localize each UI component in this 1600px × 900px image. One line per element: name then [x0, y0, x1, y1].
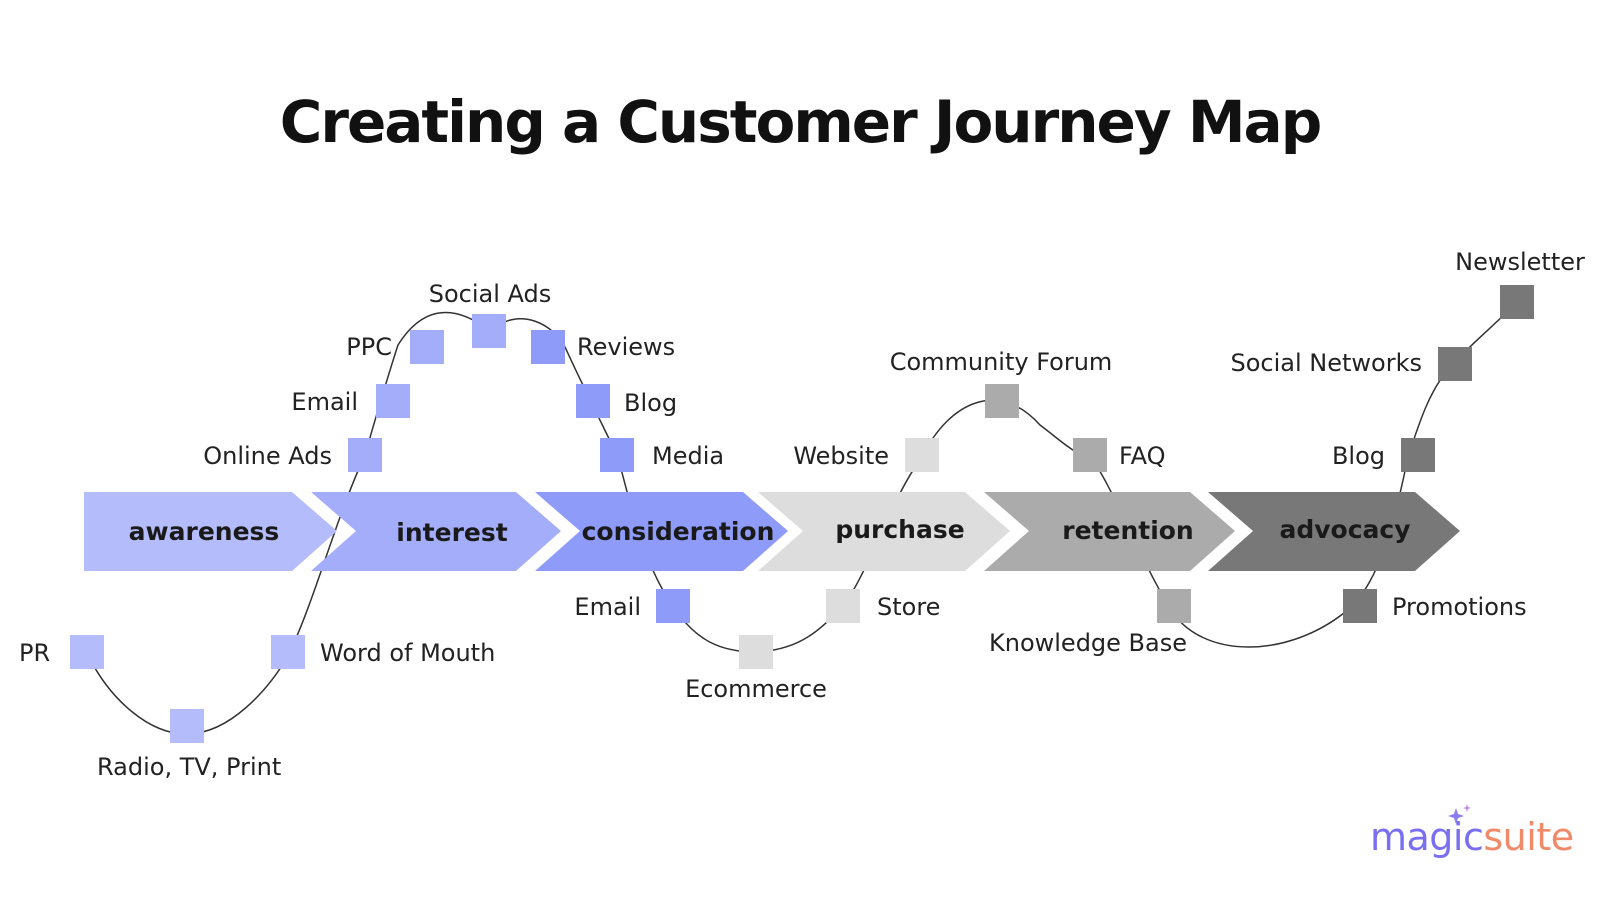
touchpoint-label-faq: FAQ [1119, 442, 1166, 470]
stage-arrow-consideration [535, 492, 788, 571]
touchpoint-marker-website [905, 438, 939, 472]
touchpoint-label-promotions: Promotions [1392, 593, 1527, 621]
touchpoint-label-newsletter: Newsletter [1455, 248, 1585, 276]
touchpoint-marker-pr [70, 635, 104, 669]
touchpoint-label-media: Media [652, 442, 724, 470]
logo-text-suite: suite [1483, 815, 1574, 859]
touchpoint-marker-reviews [531, 330, 565, 364]
page-title: Creating a Customer Journey Map [279, 88, 1322, 156]
touchpoint-markers [70, 285, 1534, 743]
touchpoint-label-store: Store [877, 593, 940, 621]
stage-label-advocacy: advocacy [1279, 515, 1410, 544]
stage-label-awareness: awareness [129, 517, 280, 546]
touchpoint-label-blog-advocacy: Blog [1332, 442, 1385, 470]
touchpoint-label-knowledge-base: Knowledge Base [989, 629, 1187, 657]
touchpoint-marker-radio-tv-print [170, 709, 204, 743]
stage-arrow-advocacy [1208, 492, 1460, 571]
touchpoint-label-website: Website [793, 442, 889, 470]
touchpoint-marker-faq [1073, 438, 1107, 472]
touchpoint-label-reviews: Reviews [577, 333, 675, 361]
touchpoint-marker-email-consideration [656, 589, 690, 623]
touchpoint-marker-store [826, 589, 860, 623]
stage-label-consideration: consideration [582, 517, 775, 546]
touchpoint-label-email-interest: Email [291, 388, 358, 416]
touchpoint-label-blog-consideration: Blog [624, 389, 677, 417]
touchpoint-label-community-forum: Community Forum [890, 348, 1113, 376]
touchpoint-marker-media [600, 438, 634, 472]
touchpoint-label-email-consideration: Email [574, 593, 641, 621]
touchpoint-label-online-ads: Online Ads [203, 442, 332, 470]
touchpoint-marker-online-ads [348, 438, 382, 472]
touchpoint-marker-knowledge-base [1157, 589, 1191, 623]
stage-label-retention: retention [1062, 516, 1193, 545]
touchpoint-label-ppc: PPC [346, 333, 392, 361]
touchpoint-marker-ppc [410, 330, 444, 364]
touchpoint-marker-community-forum [985, 384, 1019, 418]
stage-label-interest: interest [396, 518, 507, 547]
touchpoint-label-ecommerce: Ecommerce [685, 675, 827, 703]
touchpoint-marker-social-networks [1438, 347, 1472, 381]
stage-arrow-purchase [758, 492, 1010, 571]
touchpoint-marker-word-of-mouth [271, 635, 305, 669]
sparkle-icon [1448, 804, 1471, 824]
touchpoint-marker-newsletter [1500, 285, 1534, 319]
stage-arrow-retention [984, 492, 1235, 571]
touchpoint-marker-promotions [1343, 589, 1377, 623]
touchpoint-label-word-of-mouth: Word of Mouth [320, 639, 495, 667]
brand-logo: magicsuite [1370, 815, 1574, 859]
touchpoint-label-pr: PR [19, 639, 50, 667]
touchpoint-marker-blog-consideration [576, 384, 610, 418]
touchpoint-marker-blog-advocacy [1401, 438, 1435, 472]
touchpoint-label-social-networks: Social Networks [1231, 349, 1423, 377]
logo-text-magic: magic [1370, 815, 1484, 859]
touchpoint-marker-ecommerce [739, 635, 773, 669]
stage-arrow-interest [311, 492, 561, 571]
touchpoint-label-social-ads: Social Ads [429, 280, 552, 308]
stage-arrow-awareness [84, 492, 337, 571]
stage-label-purchase: purchase [835, 515, 964, 544]
touchpoint-label-radio-tv-print: Radio, TV, Print [97, 753, 281, 781]
stage-arrows [84, 492, 1460, 571]
touchpoint-marker-email-interest [376, 384, 410, 418]
touchpoint-marker-social-ads [472, 314, 506, 348]
touchpoint-labels: PR Radio, TV, Print Word of Mouth Online… [19, 248, 1585, 781]
